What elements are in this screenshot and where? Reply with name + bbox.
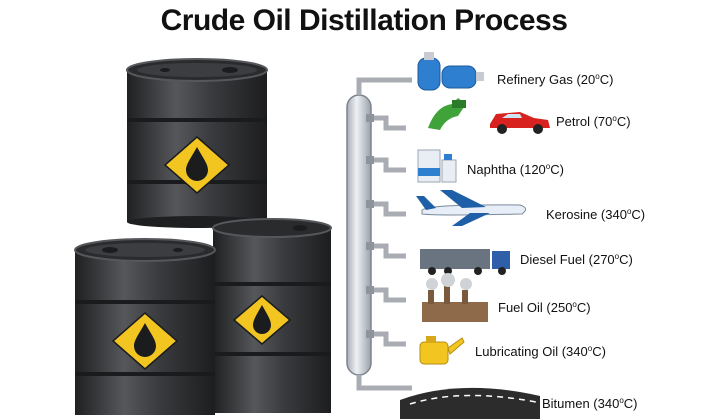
temp-unit: C): [619, 252, 633, 267]
temp-unit: C): [577, 300, 591, 315]
product-name-temp: Petrol (70: [556, 114, 612, 129]
degree-symbol: o: [588, 344, 593, 353]
fuel-nozzle-car-icon: [428, 98, 550, 134]
road-icon: [400, 387, 540, 419]
side-pipe: [371, 115, 406, 131]
side-pipe: [371, 201, 406, 217]
truck-icon: [420, 249, 510, 275]
product-label: Naphtha (120oC): [467, 162, 564, 177]
oil-drop-icon: [232, 295, 292, 345]
page-title: Crude Oil Distillation Process: [160, 4, 568, 37]
oil-drop-icon: [163, 136, 231, 194]
degree-symbol: o: [619, 396, 624, 405]
product-name-temp: Bitumen (340: [542, 396, 619, 411]
side-pipe: [371, 331, 406, 347]
temp-unit: C): [592, 344, 606, 359]
product-label: Diesel Fuel (270oC): [520, 252, 633, 267]
oil-barrel-right: [212, 218, 332, 413]
degree-symbol: o: [615, 252, 620, 261]
product-labels: Refinery Gas (20oC)Petrol (70oC)Naphtha …: [467, 72, 645, 411]
chemical-containers-icon: [417, 149, 457, 183]
product-label: Bitumen (340oC): [542, 396, 638, 411]
temp-unit: C): [600, 72, 614, 87]
temp-unit: C): [631, 207, 645, 222]
product-name-temp: Refinery Gas (20: [497, 72, 595, 87]
product-name-temp: Kerosine (340: [546, 207, 627, 222]
product-label: Fuel Oil (250oC): [498, 300, 591, 315]
pipe-joint: [366, 330, 374, 338]
temp-unit: C): [624, 396, 638, 411]
factory-icon: [422, 273, 488, 322]
oil-drop-icon: [111, 312, 179, 370]
side-pipe: [371, 287, 406, 303]
oil-barrel-top: [126, 58, 268, 228]
gas-cylinder-icon: [417, 52, 484, 91]
degree-symbol: o: [572, 300, 577, 309]
degree-symbol: o: [627, 207, 632, 216]
degree-symbol: o: [595, 72, 600, 81]
product-name-temp: Diesel Fuel (270: [520, 252, 615, 267]
product-name-temp: Fuel Oil (250: [498, 300, 572, 315]
pipe-joint: [366, 286, 374, 294]
degree-symbol: o: [546, 162, 551, 171]
product-label: Petrol (70oC): [556, 114, 631, 129]
oil-can-icon: [419, 336, 465, 365]
temp-unit: C): [617, 114, 631, 129]
side-pipe: [371, 243, 406, 259]
degree-symbol: o: [612, 114, 617, 123]
oil-barrels: [74, 58, 332, 415]
product-label: Kerosine (340oC): [546, 207, 645, 222]
product-label: Refinery Gas (20oC): [497, 72, 613, 87]
pipe-joint: [366, 242, 374, 250]
airplane-icon: [416, 190, 526, 226]
temp-unit: C): [550, 162, 564, 177]
pipe-joint: [366, 156, 374, 164]
product-name-temp: Naphtha (120: [467, 162, 546, 177]
product-label: Lubricating Oil (340oC): [475, 344, 606, 359]
product-name-temp: Lubricating Oil (340: [475, 344, 588, 359]
oil-barrel-left: [74, 238, 216, 415]
pipe-joint: [366, 200, 374, 208]
side-pipe: [371, 157, 406, 173]
pipe-joint: [366, 114, 374, 122]
distillation-column: [346, 77, 412, 391]
